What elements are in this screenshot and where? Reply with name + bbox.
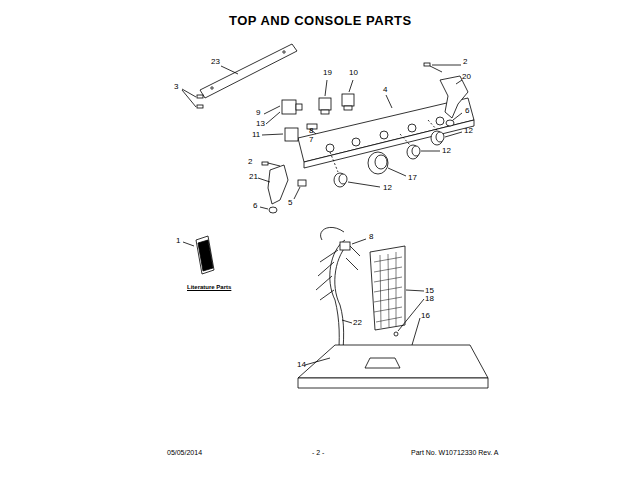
- callout-number: 4: [383, 86, 387, 94]
- callout-number: 9: [256, 109, 260, 117]
- callout-number: 13: [256, 120, 265, 128]
- section-label: Literature Parts: [187, 284, 231, 290]
- callout-number: 6: [465, 107, 469, 115]
- callout-number: 22: [353, 319, 362, 327]
- callout-number: 2: [248, 158, 252, 166]
- callout-number: 2: [463, 58, 467, 66]
- callout-number: 5: [288, 199, 292, 207]
- callout-number: 12: [383, 184, 392, 192]
- callout-number: 12: [464, 127, 473, 135]
- callout-number: 18: [425, 295, 434, 303]
- callout-number: 15: [425, 287, 434, 295]
- callout-number: 23: [211, 58, 220, 66]
- callout-number: 8: [309, 127, 313, 135]
- part-number: Part No. W10712330 Rev. A: [411, 449, 498, 456]
- callout-number: 1: [176, 237, 180, 245]
- callout-number: 17: [408, 174, 417, 182]
- page-title: TOP AND CONSOLE PARTS: [229, 14, 412, 27]
- callout-number: 20: [462, 73, 471, 81]
- footer-date: 05/05/2014: [167, 449, 202, 456]
- callout-number: 11: [252, 131, 260, 139]
- callout-number: 14: [297, 361, 306, 369]
- callout-number: 10: [349, 69, 358, 77]
- callout-number: 12: [442, 147, 451, 155]
- callout-number: 7: [309, 136, 313, 144]
- callout-number: 16: [421, 312, 430, 320]
- callout-number: 8: [369, 233, 373, 241]
- callout-number: 3: [174, 83, 178, 91]
- callout-number: 21: [249, 173, 258, 181]
- callout-number: 19: [323, 69, 332, 77]
- page-number: - 2 -: [312, 449, 324, 456]
- callout-number: 6: [253, 202, 257, 210]
